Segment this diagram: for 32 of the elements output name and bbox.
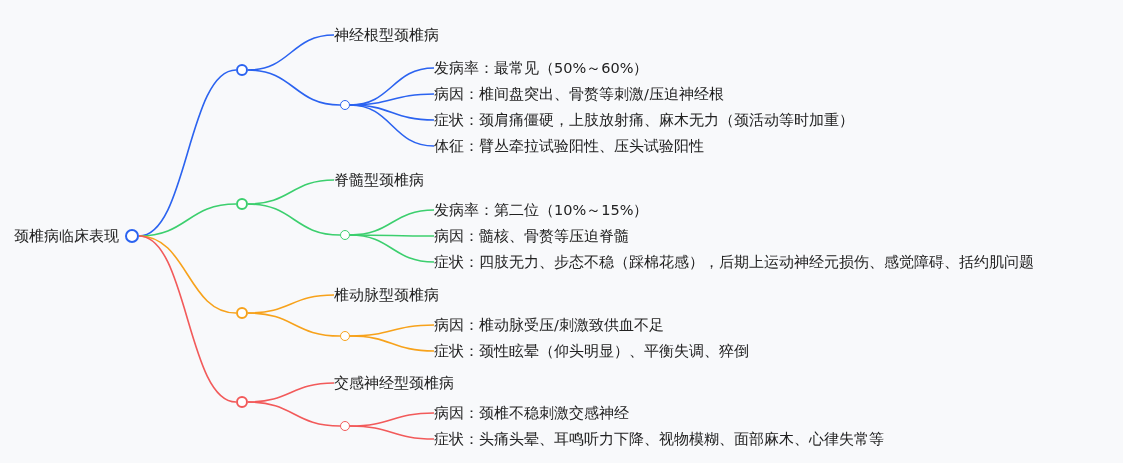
detail-label: 病因：髓核、骨赘等压迫脊髓 — [434, 226, 629, 246]
junction-circle — [236, 64, 248, 76]
detail-label: 症状：四肢无力、步态不稳（踩棉花感），后期上运动神经元损伤、感觉障碍、括约肌问题 — [434, 252, 1034, 272]
detail-label: 体征：臂丛牵拉试验阳性、压头试验阳性 — [434, 136, 704, 156]
detail-label: 症状：颈肩痛僵硬，上肢放射痛、麻木无力（颈活动等时加重） — [434, 110, 854, 130]
connector-line — [247, 312, 341, 337]
detail-label: 症状：颈性眩晕（仰头明显）、平衡失调、猝倒 — [434, 341, 749, 361]
branch-label: 神经根型颈椎病 — [334, 25, 439, 45]
detail-label: 病因：椎动脉受压/刺激致供血不足 — [434, 315, 664, 335]
branch-label: 椎动脉型颈椎病 — [334, 285, 439, 305]
connector-line — [349, 425, 435, 440]
junction-circle — [236, 307, 248, 319]
connector-line — [138, 235, 237, 403]
junction-circle — [340, 331, 350, 341]
connector-line — [247, 401, 341, 427]
connector-line — [349, 335, 435, 352]
detail-label: 发病率：最常见（50%～60%） — [434, 58, 649, 78]
detail-label: 病因：颈椎不稳刺激交感神经 — [434, 403, 629, 423]
branch-label: 交感神经型颈椎病 — [334, 373, 454, 393]
topic-label: 颈椎病临床表现 — [14, 227, 119, 246]
connector-line — [349, 234, 435, 263]
detail-label: 症状：头痛头晕、耳鸣听力下降、视物模糊、面部麻木、心律失常等 — [434, 429, 884, 449]
detail-label: 发病率：第二位（10%～15%） — [434, 200, 649, 220]
connector-line — [247, 69, 341, 106]
connector-line — [247, 203, 341, 236]
junction-circle — [236, 396, 248, 408]
detail-label: 病因：椎间盘突出、骨赘等刺激/压迫神经根 — [434, 84, 724, 104]
junction-circle — [340, 421, 350, 431]
junction-circle — [340, 230, 350, 240]
junction-circle — [236, 198, 248, 210]
branch-label: 脊髓型颈椎病 — [334, 170, 424, 190]
junction-circle — [340, 100, 350, 110]
